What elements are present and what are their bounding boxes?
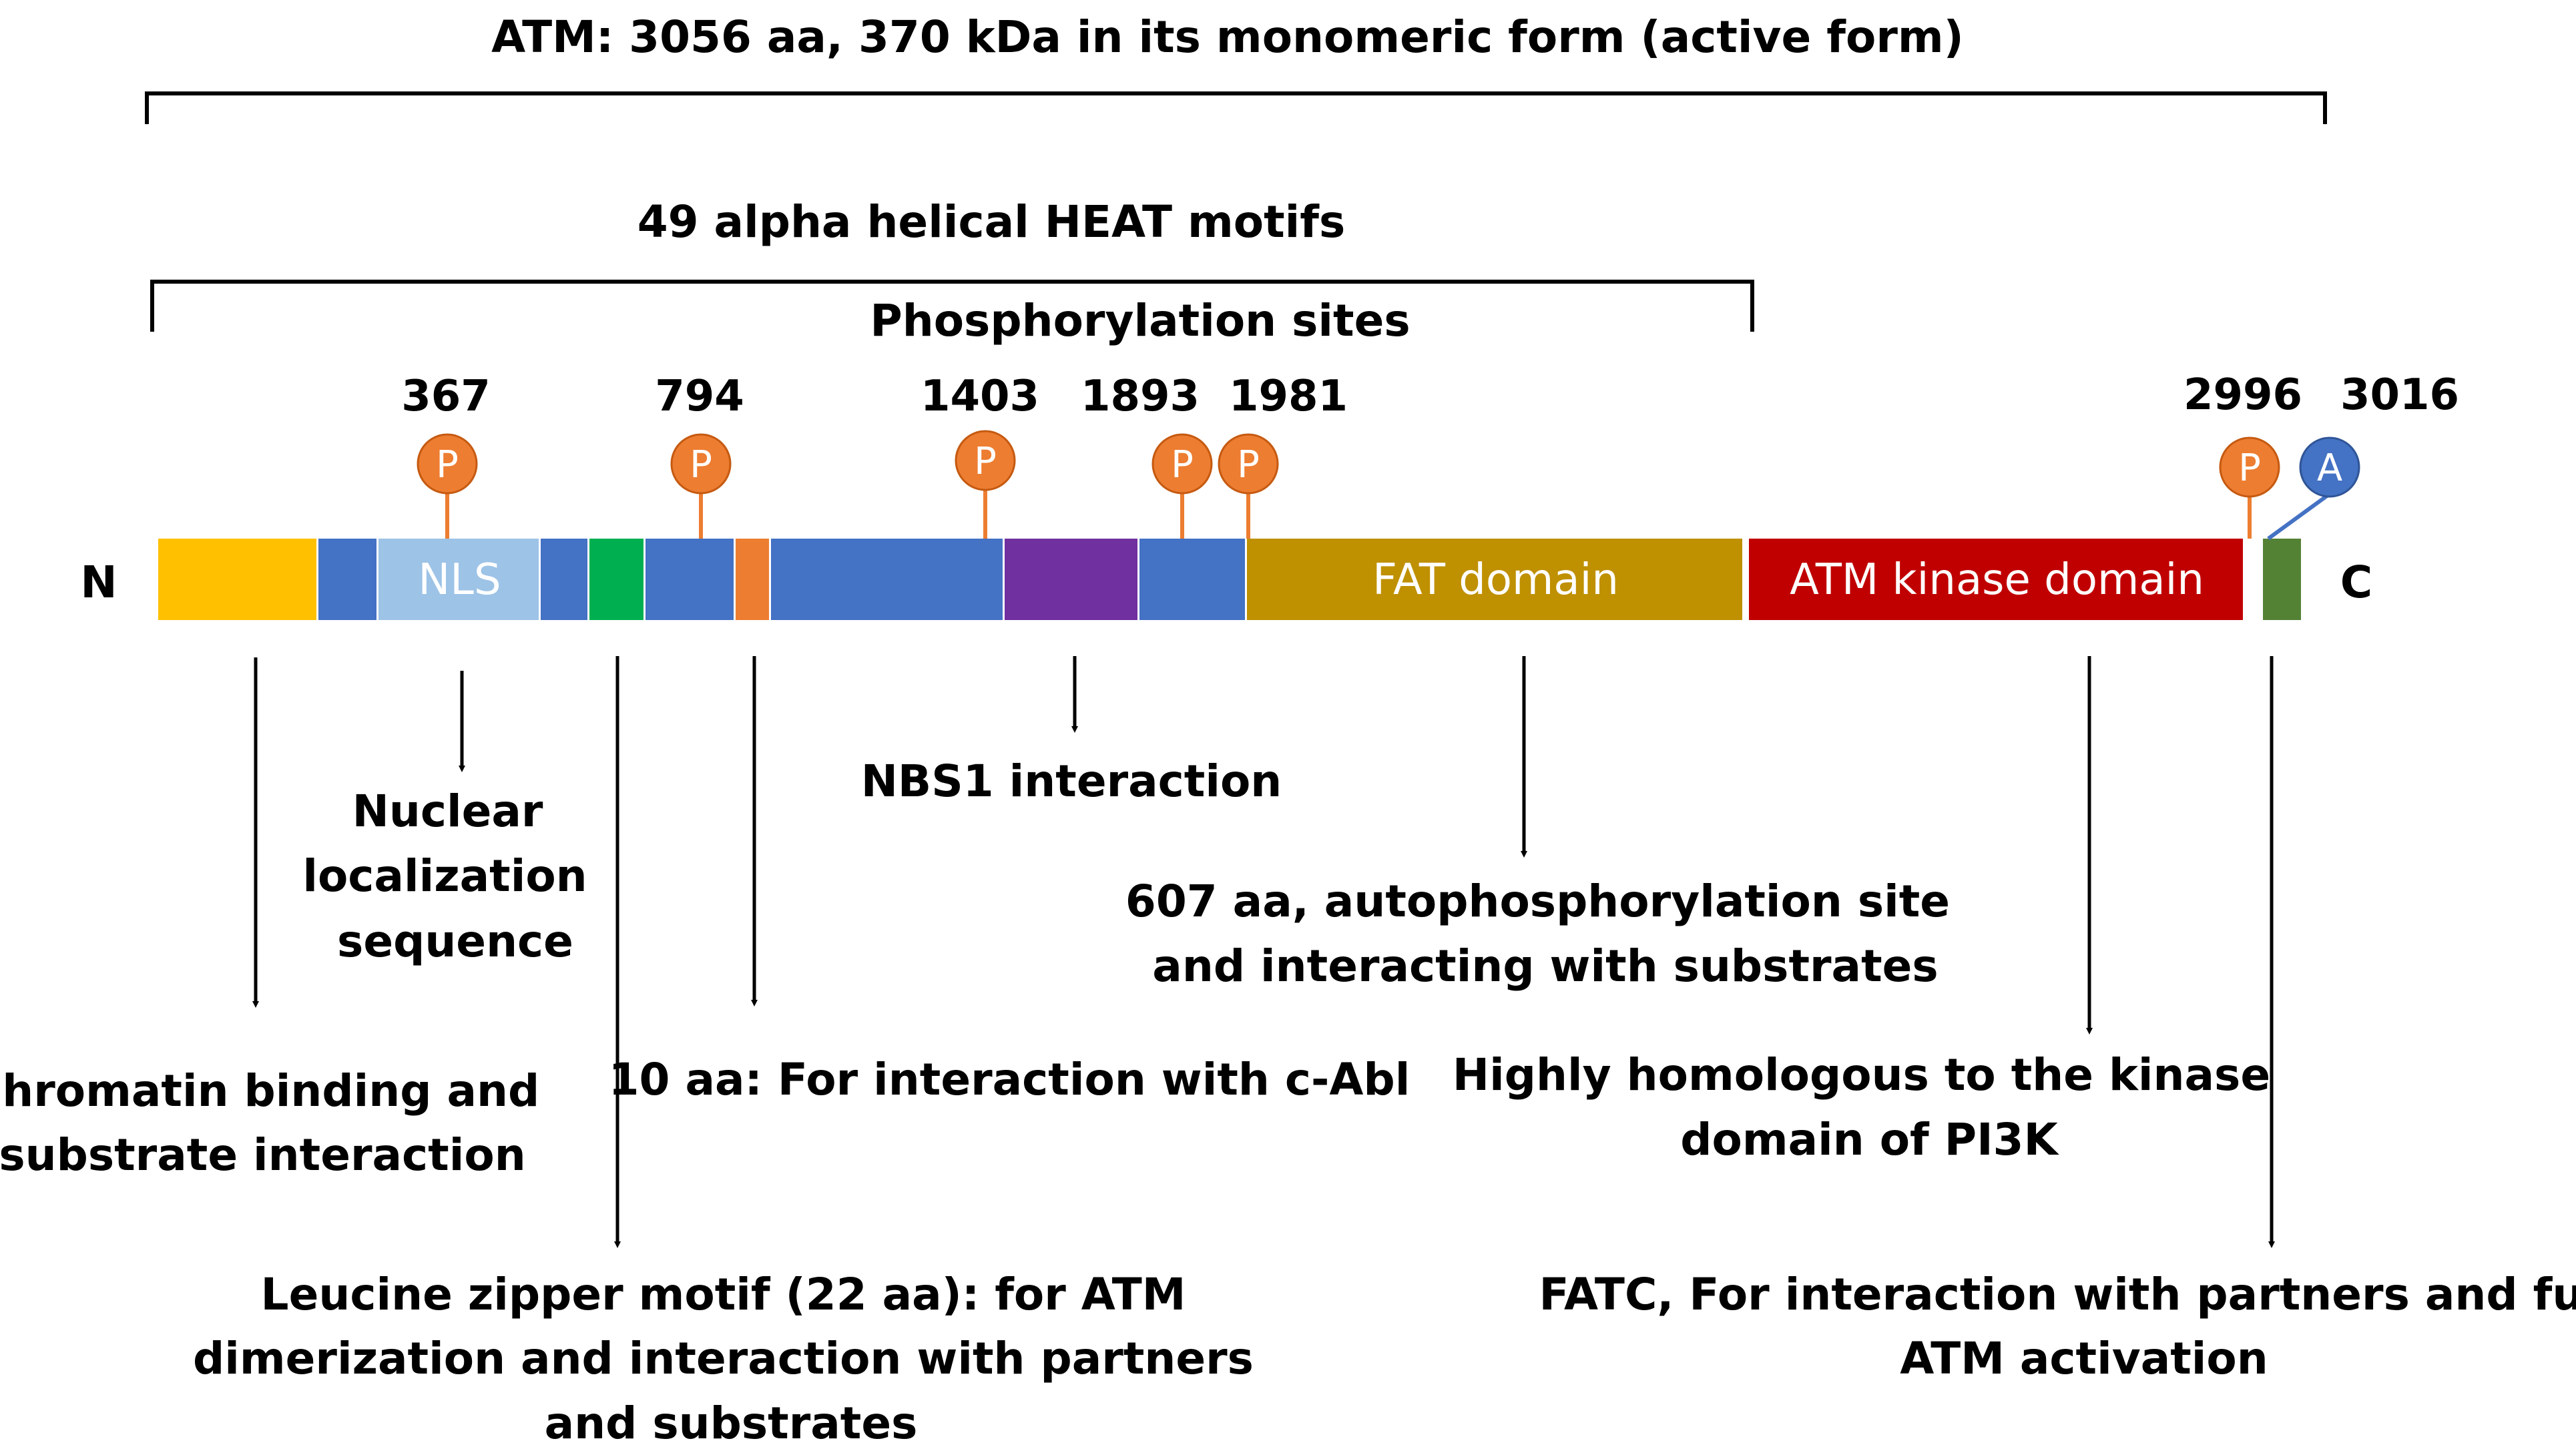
segment-blue-5 [1139,539,1245,620]
leucine-line-3: and substrates [545,1398,918,1449]
protein-bar: NLS FAT domain ATM kinase domain [158,539,2301,620]
fatc-line-1: FATC, For interaction with partners and … [1539,1269,2576,1320]
site-phosphorylation-4: P 1981 [1218,372,1348,539]
segment-orange [736,539,769,620]
segment-green [589,539,643,620]
site-marker-circle [2219,437,2280,498]
kinase-line-2: domain of PI3K [1680,1114,2059,1165]
leucine-line-2: dimerization and interaction with partne… [193,1333,1254,1384]
chromatin-line-1: Chromatin binding and [0,1065,539,1117]
nbs1-line-1: NBS1 interaction [861,756,1282,807]
protein-bracket [145,91,2327,124]
segment-purple [1005,539,1137,620]
segment-label-nls: NLS [418,555,501,605]
site-phosphorylation-1: P 794 [655,372,744,539]
nls-line-1: Nuclear [352,786,543,837]
kinase-line-1: Highly homologous to the kinase [1453,1049,2270,1101]
site-letter: P [1237,443,1260,487]
annotation-arrows [252,656,2275,1248]
segment-blue-1 [318,539,376,620]
segment-yellow [158,539,316,620]
site-position-label: 1981 [1229,372,1348,421]
site-acetylation-6: A 3016 [2267,370,2459,541]
segment-kinase [1749,539,2243,620]
segment-fat [1247,539,1742,620]
nls-annotation: Nuclear localization sequence [302,786,602,967]
segment-nls [378,539,539,620]
site-letter: P [2238,447,2261,490]
fat-annotation: 607 aa, autophosphorylation site and int… [1125,876,1965,992]
segment-blue-2 [541,539,587,620]
site-position-label: 3016 [2340,370,2459,420]
site-phosphorylation-2: P 1403 [921,372,1039,539]
site-phosphorylation-3: P 1893 [1081,372,1213,539]
segment-blue-4 [771,539,1003,620]
site-phosphorylation-0: P 367 [401,372,491,539]
site-marker-circle [1151,433,1213,495]
site-position-label: 367 [401,372,491,421]
site-marker-circle [670,433,732,495]
nls-line-2: localization [302,850,587,902]
site-marker-circle [417,433,478,495]
cabl-annotation: 10 aa: For interaction with c-Abl [609,1054,1410,1105]
site-position-label: 1893 [1081,372,1200,421]
heat-motifs-label: 49 alpha helical HEAT motifs [637,196,1346,248]
segment-label-kinase: ATM kinase domain [1790,555,2204,605]
cabl-line-1: 10 aa: For interaction with c-Abl [609,1054,1410,1105]
site-letter: P [436,443,459,487]
n-terminus-label: N [80,557,117,608]
kinase-annotation: Highly homologous to the kinase domain o… [1453,1049,2286,1165]
site-letter: P [1171,443,1194,487]
fat-line-2: and interacting with substrates [1152,940,1938,992]
nbs1-annotation: NBS1 interaction [861,756,1282,807]
c-terminus-label: C [2340,557,2372,608]
site-letter: P [690,443,712,487]
fatc-annotation: FATC, For interaction with partners and … [1539,1269,2576,1384]
title-bold: ATM [491,11,596,63]
chromatin-line-2: substrate interaction [0,1129,526,1181]
site-position-label: 794 [655,372,744,421]
fatc-line-2: ATM activation [1900,1333,2268,1384]
title-rest: : 3056 aa, 370 kDa in its monomeric form… [596,11,1964,63]
site-position-label: 2996 [2183,370,2302,420]
segment-fatc [2263,539,2301,620]
site-letter: A [2317,447,2342,490]
site-marker-circle [955,430,1016,491]
site-stem [2267,492,2331,541]
fat-line-1: 607 aa, autophosphorylation site [1125,876,1950,927]
leucine-line-1: Leucine zipper motif (22 aa): for ATM [261,1269,1186,1320]
nls-line-3: sequence [337,916,573,967]
site-marker-circle [1218,433,1279,495]
site-phosphorylation-5: P 2996 [2183,370,2302,539]
leucine-zipper-annotation: Leucine zipper motif (22 aa): for ATM di… [193,1269,1269,1449]
diagram-title: ATM: 3056 aa, 370 kDa in its monomeric f… [491,11,1964,63]
chromatin-annotation: Chromatin binding and substrate interact… [0,1065,555,1181]
site-position-label: 1403 [921,372,1039,421]
segment-label-fat: FAT domain [1372,555,1619,605]
segment-blue-3 [646,539,734,620]
heat-bracket [150,280,1754,332]
site-marker-circle [2299,437,2360,498]
site-letter: P [974,440,997,483]
phosphorylation-sites-label: Phosphorylation sites [870,295,1410,346]
